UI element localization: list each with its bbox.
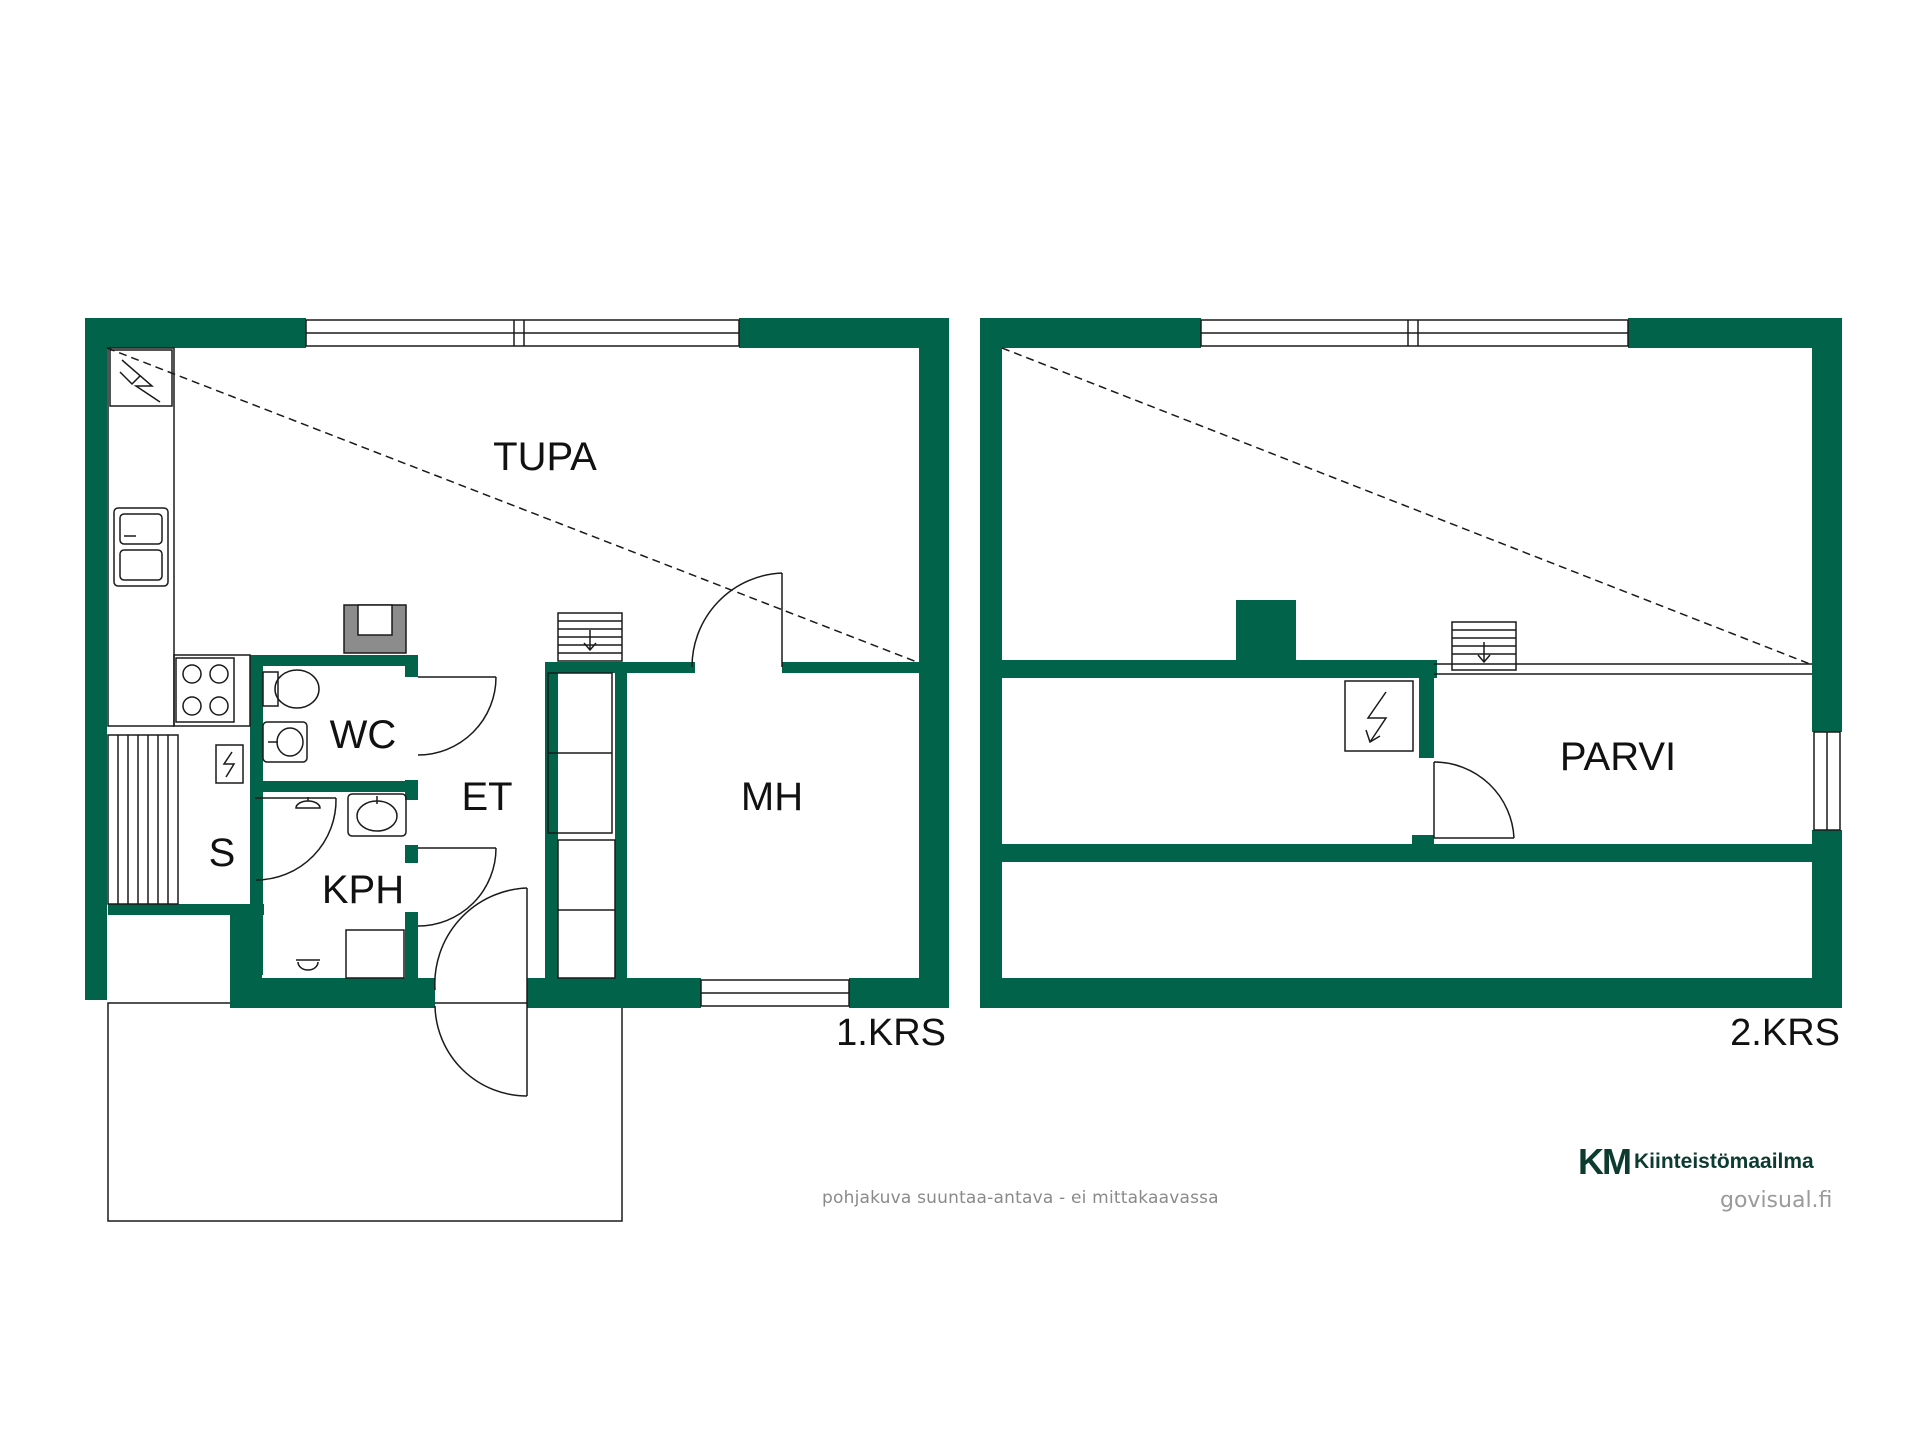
room-label-parvi: PARVI (1560, 735, 1676, 779)
room-label-mh: MH (741, 775, 803, 819)
door-swing (1433, 761, 1515, 839)
ceiling-slope-line (1001, 347, 1811, 665)
first-floor: TUPA MH WC ET KPH S 1.KRS (85, 318, 949, 1222)
brand-name: Kiinteistömaailma (1634, 1150, 1814, 1173)
room-label-wc: WC (330, 713, 397, 757)
washbasin-icon (262, 721, 308, 763)
kitchen-counter (107, 347, 251, 727)
brand-mark: KM (1578, 1141, 1632, 1183)
railing (1434, 663, 1812, 675)
room-label-tupa: TUPA (493, 435, 597, 479)
toilet-icon (262, 669, 320, 709)
exterior-walls (980, 318, 1842, 1008)
room-label-kph: KPH (322, 868, 404, 912)
electric-panel-icon (1344, 680, 1414, 752)
brand-logo: KM Kiinteistömaailma (1578, 1141, 1814, 1183)
fireplace-icon (343, 604, 407, 654)
shower-icon (295, 797, 321, 971)
stairs-icon (557, 612, 623, 662)
sauna-bench (107, 734, 179, 905)
second-floor: PARVI 2.KRS (980, 318, 1842, 1054)
interior-walls (108, 655, 919, 1000)
closet (547, 672, 616, 979)
stairs-icon (1451, 621, 1517, 671)
disclaimer-note: pohjakuva suuntaa-antava - ei mittakaava… (822, 1188, 1219, 1208)
floor-label-second: 2.KRS (1730, 1012, 1840, 1054)
room-label-s: S (209, 831, 236, 875)
window (305, 319, 850, 1007)
room-label-et: ET (461, 775, 512, 819)
brand-mark-text: KM (1578, 1141, 1632, 1182)
electric-panel-icon (109, 349, 173, 407)
interior-walls (1002, 600, 1812, 862)
credit-text: govisual.fi (1720, 1188, 1833, 1213)
washing-machine-spot (345, 929, 405, 979)
sink-icon (113, 507, 169, 587)
window (1200, 319, 1841, 831)
stove-icon (175, 657, 235, 723)
exterior-walls (85, 318, 949, 1008)
sauna-heater-icon (215, 744, 244, 784)
floor-label-first: 1.KRS (836, 1012, 946, 1054)
terrace-outline (107, 1002, 623, 1222)
ceiling-slope-line (106, 347, 918, 663)
door-swing (255, 572, 783, 1097)
washbasin-icon (347, 793, 407, 837)
